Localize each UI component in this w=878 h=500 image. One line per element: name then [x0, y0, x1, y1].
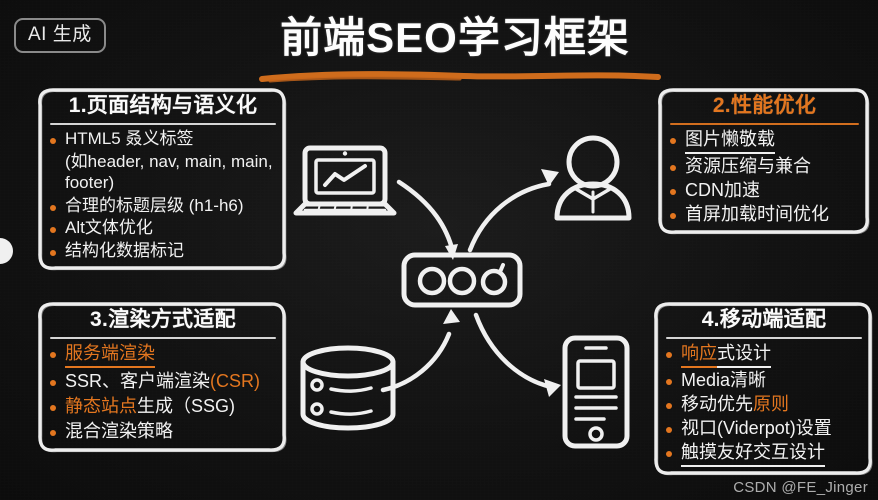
item-text: 资源压缩与兼合: [685, 156, 811, 177]
item-text: 图片懒敬载: [685, 129, 775, 155]
item-text: SSR、客户端渲染: [65, 371, 211, 392]
item-text: Media清晰: [681, 370, 767, 391]
item-text: 式设计: [717, 343, 771, 369]
list-item[interactable]: Media清晰: [664, 370, 864, 392]
list-item[interactable]: CDN加速: [668, 180, 861, 202]
panel-title: 2.性能优化: [712, 94, 817, 117]
panel-body: 1.页面结构与语义化 HTML5 叒义标签 (如header, nav, main,…: [36, 86, 288, 272]
list-item[interactable]: 首屏加载时间优化: [668, 204, 861, 226]
list-item[interactable]: 合理的标题层级 (h1-h6): [48, 196, 278, 217]
item-text: (CSR): [210, 371, 261, 392]
panel-item-list: 图片懒敬载资源压缩与兼合 CDN加速首屏加载时间优化: [668, 129, 861, 226]
item-text: 视口(Viderpot)设置: [681, 418, 832, 439]
panel-divider: [50, 337, 276, 340]
item-text: 响应: [681, 343, 717, 369]
list-item[interactable]: (如header, nav, main, main, footer): [48, 152, 278, 193]
panel-item-list: HTML5 叒义标签 (如header, nav, main, main, foo…: [48, 129, 278, 261]
item-text: 首屏加载时间优化: [685, 204, 829, 225]
list-item[interactable]: 服务端渲染: [48, 343, 278, 369]
item-text: (如header, nav, main, main, footer): [65, 152, 273, 192]
item-text: 服务端渲染: [65, 343, 155, 369]
panel-title: 3.渲染方式适配: [90, 308, 236, 331]
panel-page-structure[interactable]: 1.页面结构与语义化 HTML5 叒义标签 (如header, nav, main,…: [36, 86, 288, 272]
item-text: 触摸友好交互设计: [681, 442, 825, 468]
watermark: CSDN @FE_Jinger: [733, 479, 868, 496]
panel-divider: [50, 123, 276, 126]
ai-generated-badge: AI 生成: [14, 18, 106, 53]
list-item[interactable]: 图片懒敬载: [668, 129, 861, 155]
list-item[interactable]: 混合渲染策略: [48, 421, 278, 443]
item-text: 合理的标题层级 (h1-h6): [65, 195, 244, 215]
panel-performance[interactable]: 2.性能优化图片懒敬载资源压缩与兼合 CDN加速首屏加载时间优化: [656, 86, 871, 236]
item-text: 原则: [753, 394, 789, 415]
list-item[interactable]: HTML5 叒义标签: [48, 129, 278, 150]
list-item[interactable]: 资源压缩与兼合: [668, 156, 861, 178]
item-text: CDN加速: [685, 180, 760, 201]
list-item[interactable]: 视口(Viderpot)设置: [664, 418, 864, 440]
panel-title: 1.页面结构与语义化: [68, 94, 258, 117]
list-item[interactable]: 移动优先原则: [664, 394, 864, 416]
list-item[interactable]: SSR、客户端渲染(CSR): [48, 371, 278, 393]
panel-body: 2.性能优化图片懒敬载资源压缩与兼合 CDN加速首屏加载时间优化: [656, 86, 871, 236]
title-underline-stroke: [259, 71, 661, 83]
item-text: Alt文体优化: [65, 218, 153, 238]
panel-divider: [670, 123, 859, 126]
list-item[interactable]: Alt文体优化: [48, 218, 278, 239]
item-text: 生成（SSG): [137, 396, 236, 417]
item-text: 结构化数据标记: [65, 241, 184, 261]
list-item[interactable]: 结构化数据标记: [48, 241, 278, 262]
title-block: 前端SEO学习框架: [255, 12, 661, 83]
item-text: HTML5 叒义标签: [65, 129, 194, 149]
list-item[interactable]: 触摸友好交互设计: [664, 442, 864, 468]
panel-divider: [666, 337, 862, 340]
item-text: 混合渲染策略: [65, 421, 173, 442]
item-text: 静态站点: [65, 396, 137, 417]
list-item[interactable]: 静态站点生成（SSG): [48, 396, 278, 418]
panel-title: 4.移动端适配: [701, 308, 827, 331]
item-text: 移动优先: [681, 394, 753, 415]
edge-dot-decoration: [0, 238, 13, 264]
page-title: 前端SEO学习框架: [280, 14, 630, 61]
list-item[interactable]: 响应式设计: [664, 343, 864, 369]
